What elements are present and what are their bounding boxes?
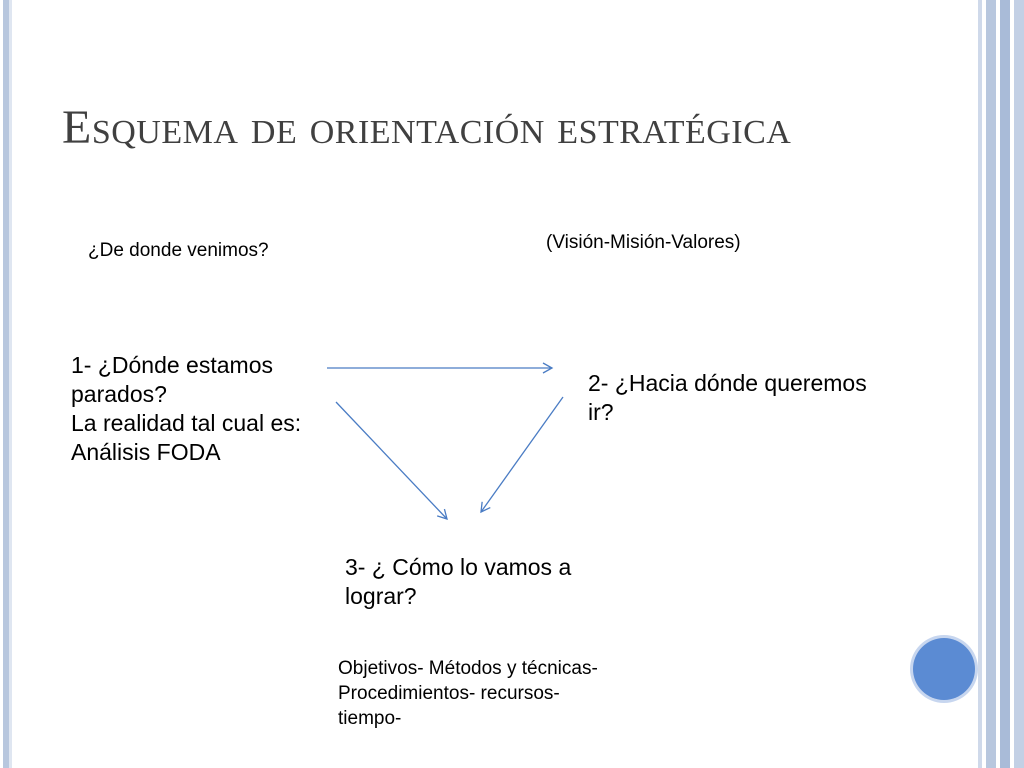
left-border-decoration <box>0 0 12 768</box>
step1-line: La realidad tal cual es: <box>71 410 302 436</box>
arrow-down-left-icon <box>480 396 564 514</box>
step1-box: 1- ¿Dónde estamos parados? La realidad t… <box>71 351 301 467</box>
step1-line: parados? <box>71 381 167 407</box>
step1-line: Análisis FODA <box>71 439 221 465</box>
step2-box: 2- ¿Hacia dónde queremos ir? <box>588 369 867 427</box>
step3-box: 3- ¿ Cómo lo vamos a lograr? <box>345 553 571 611</box>
decorative-circle-icon <box>913 638 975 700</box>
step3-line: lograr? <box>345 583 417 609</box>
arrow-down-right-icon <box>335 401 448 520</box>
tools-box: Objetivos- Métodos y técnicas- Procedimi… <box>338 656 598 731</box>
vision-note: (Visión-Misión-Valores) <box>546 232 741 253</box>
step1-line: 1- ¿Dónde estamos <box>71 352 273 378</box>
step2-line: 2- ¿Hacia dónde queremos <box>588 370 867 396</box>
step2-line: ir? <box>588 399 614 425</box>
tools-line: tiempo- <box>338 708 402 729</box>
right-border-decoration <box>976 0 1024 768</box>
tools-line: Objetivos- Métodos y técnicas- <box>338 658 598 679</box>
step3-line: 3- ¿ Cómo lo vamos a <box>345 554 572 580</box>
slide-title: Esquema de orientación estratégica <box>62 101 792 154</box>
origin-question: ¿De donde venimos? <box>88 240 269 261</box>
tools-line: Procedimientos- recursos- <box>338 683 560 704</box>
